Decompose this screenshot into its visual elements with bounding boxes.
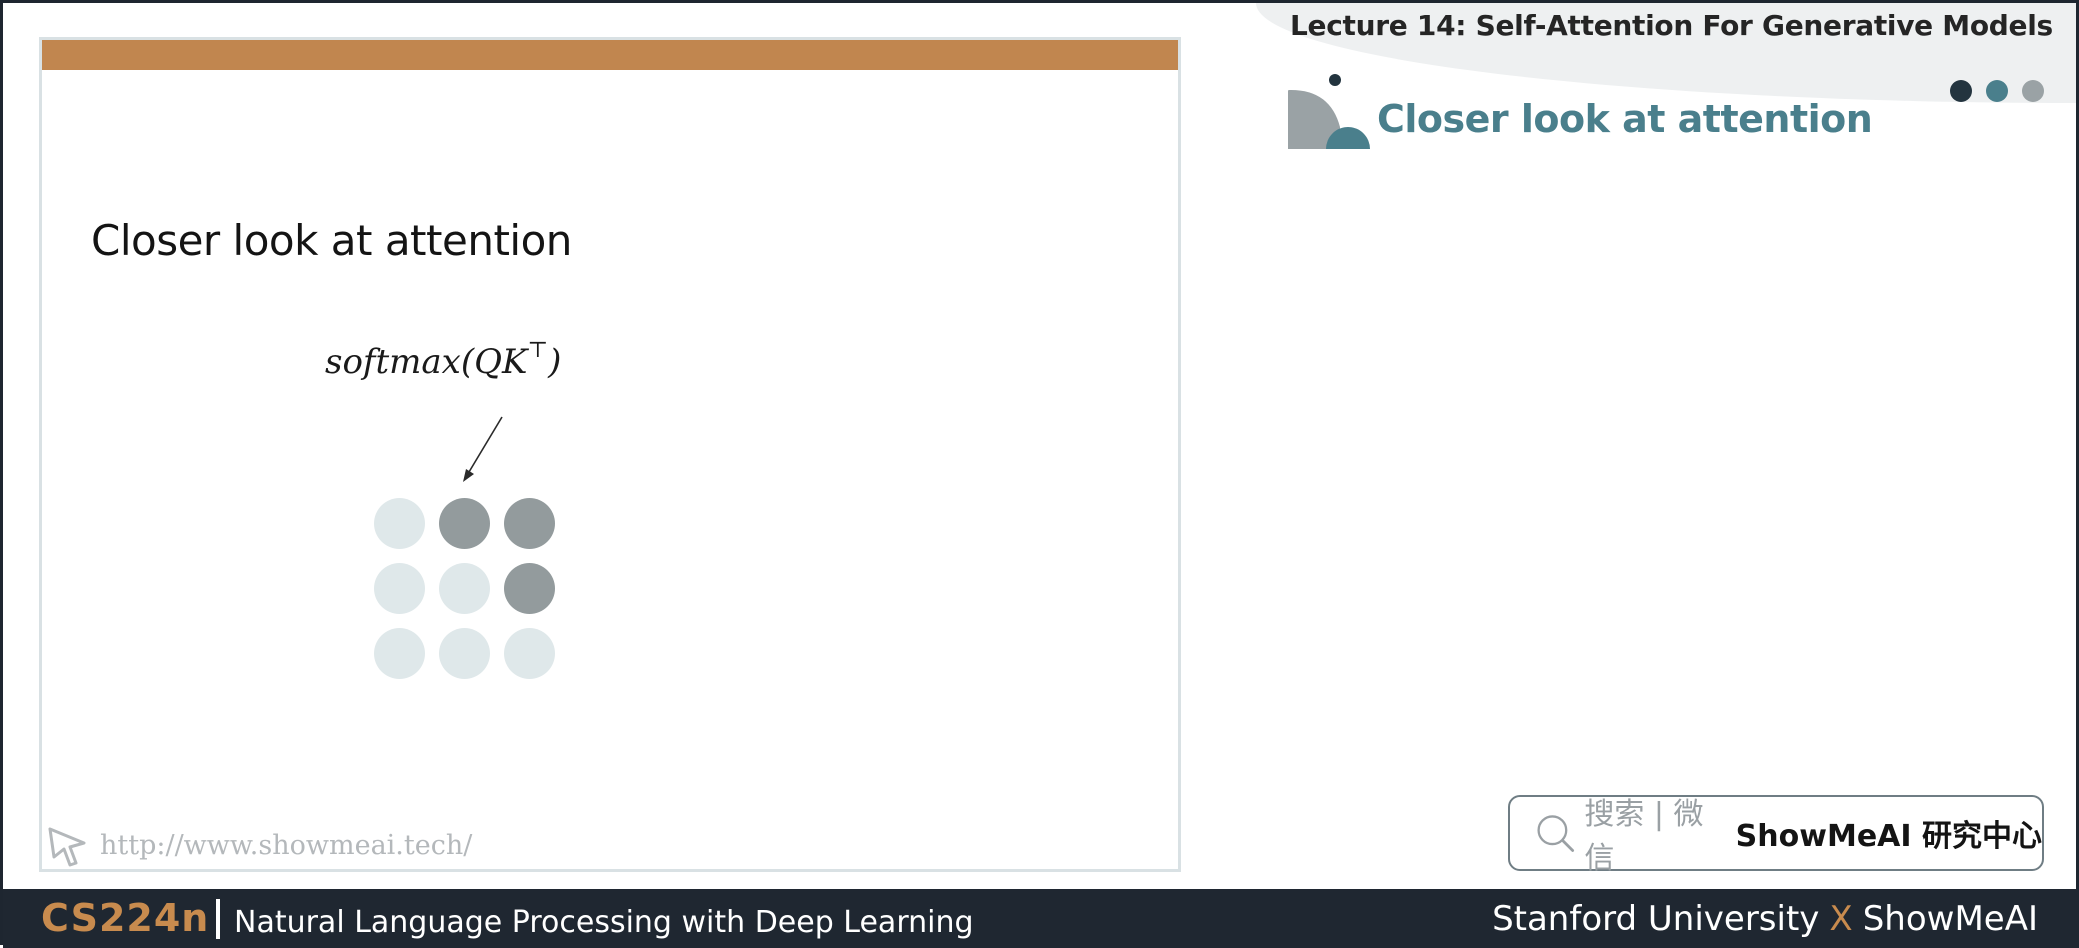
course-code: CS224n xyxy=(41,896,210,940)
search-icon xyxy=(1537,815,1575,852)
slide-card: Closer look at attention softmax(QK⊤) ht… xyxy=(39,37,1181,872)
footer-bar: CS224n Natural Language Processing with … xyxy=(3,889,2079,948)
course-name: Natural Language Processing with Deep Le… xyxy=(234,905,974,940)
nav-dot-1 xyxy=(1950,80,1972,102)
credit-showmeai: ShowMeAI xyxy=(1862,899,2038,939)
matrix-cell-2-1 xyxy=(439,628,490,679)
search-hint: 搜索 | 微信 xyxy=(1584,797,1704,876)
footer-divider xyxy=(216,899,220,939)
section-shape-icon xyxy=(1288,74,1370,149)
cursor-icon xyxy=(48,827,86,867)
matrix-cell-2-0 xyxy=(374,628,425,679)
search-box[interactable]: 搜索 | 微信 ShowMeAI 研究中心 xyxy=(1508,795,2044,876)
softmax-formula: softmax(QK⊤) xyxy=(325,338,561,382)
formula-transpose: ⊤ xyxy=(527,338,549,363)
search-brand: ShowMeAI 研究中心 xyxy=(1735,819,2042,854)
matrix-cell-0-0 xyxy=(374,498,425,549)
matrix-cell-1-1 xyxy=(439,563,490,614)
formula-main: softmax(QK xyxy=(325,342,528,382)
lecture-title: Lecture 14: Self-Attention For Generativ… xyxy=(1290,9,2053,42)
credit-stanford: Stanford University xyxy=(1492,899,1820,939)
watermark-url[interactable]: http://www.showmeai.tech/ xyxy=(100,829,473,861)
slide-accent-bar xyxy=(42,40,1178,70)
section-title: Closer look at attention xyxy=(1377,97,1873,141)
matrix-cell-2-2 xyxy=(504,628,555,679)
credit-x: X xyxy=(1829,899,1853,939)
attention-matrix xyxy=(374,498,574,698)
matrix-cell-1-0 xyxy=(374,563,425,614)
matrix-cell-1-2 xyxy=(504,563,555,614)
slide-title: Closer look at attention xyxy=(91,216,572,265)
nav-dots xyxy=(1950,80,2044,102)
watermark: http://www.showmeai.tech/ xyxy=(46,823,472,867)
matrix-cell-0-2 xyxy=(504,498,555,549)
formula-close: ) xyxy=(548,342,562,382)
formula-arrow xyxy=(463,416,503,482)
nav-dot-3 xyxy=(2022,80,2044,102)
nav-dot-2 xyxy=(1986,80,2008,102)
matrix-cell-0-1 xyxy=(439,498,490,549)
